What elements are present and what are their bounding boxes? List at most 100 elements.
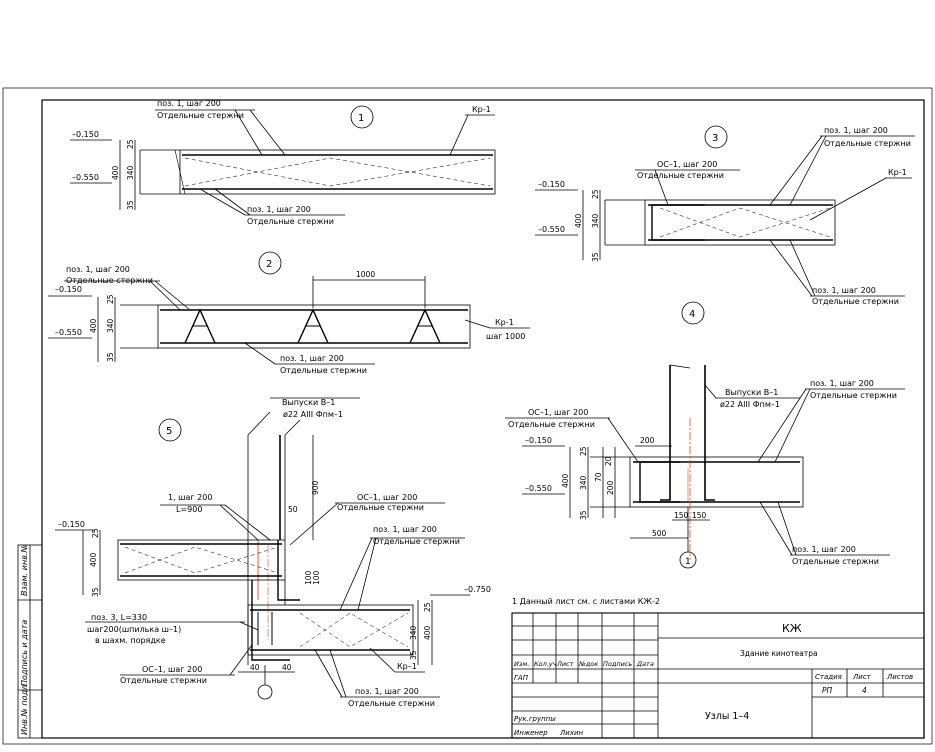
node-4-slab [629,456,804,508]
node-3-marker-label: 3 [712,133,718,144]
node-4-level-top: –0.150 [525,436,552,445]
node-1-kr-label: Кр-1 [472,105,491,114]
node-5-level-top: –0.150 [58,520,85,529]
tb-role-rukgr: Рук.группы [514,715,556,723]
node-4-dim-25: 25 [579,446,588,456]
node-5-pos3-sub2: в шахм. порядке [95,636,166,645]
node-3-level-bottom: –0.550 [538,225,565,234]
node-2-span: 1000 [356,270,375,279]
sheet-inner-frame [41,99,925,739]
general-note: 1 Данный лист см. с листами КЖ-2 [512,597,660,606]
tb-sheet-title: Узлы 1–4 [705,711,749,722]
node-2-marker [258,251,282,275]
tb-col-listov: Листов [886,673,913,681]
node-5-left-slab [117,539,286,581]
node-4-vyp-sub: ø22 AIII Фпм–1 [720,400,780,409]
node-5-dim-340: 340 [409,625,418,640]
node-3: 3 25 400 340 35 –0.150 –0.550 поз. 1, ша… [535,125,915,306]
node-4-dim-150b: 150 [692,511,707,520]
node-5-kr: Кр–1 [397,662,417,671]
node-1-bot-sub: Отдельные стержни [247,217,334,226]
node-1-slab [179,149,496,195]
node-3-top-sub: Отдельные стержни [824,139,911,148]
node-4-axis-label: 1 [685,557,691,567]
node-1-level-top: –0.150 [72,130,99,139]
node-5-d100b: 100 [312,570,321,585]
node-2-level-top: –0.150 [55,285,82,294]
node-5-top-sub: Отдельные стержни [373,537,460,546]
node-5-d50: 50 [288,505,298,514]
node-5-d40b: 40 [282,663,292,672]
node-5-pos1-l: L=900 [176,505,202,514]
tb-header-podpis: Подпись [603,660,632,668]
node-1-marker-label: 1 [358,113,364,124]
node-5-top-pos: поз. 1, шаг 200 [373,525,437,534]
node-4-dim-150a: 150 [674,511,689,520]
node-1-bot-pos: поз. 1, шаг 200 [247,205,311,214]
node-5-d40a: 40 [250,663,260,672]
node-5-dim-400: 400 [89,552,98,567]
tb-role-inzh: Инженер [514,729,548,737]
node-5-bot-pos: поз. 1, шаг 200 [355,687,419,696]
node-5: 5 900 25 400 35 –0.150 [55,397,491,708]
node-5-dim-35r: 35 [409,650,418,660]
node-5-marker [158,418,182,442]
node-2-dim-400: 400 [89,318,98,333]
node-5-vyp: Выпуски В–1 [282,398,335,407]
node-4-dim-500: 500 [652,529,667,538]
node-1-dim-25: 25 [126,139,135,149]
node-3-top-pos: поз. 1, шаг 200 [824,126,888,135]
node-2-kr: Кр-1 [495,318,514,327]
node-4-top-sub: Отдельные стержни [810,391,897,400]
node-5-dim-25: 25 [91,528,100,538]
node-4-dim-340: 340 [579,475,588,490]
node-4-dim-70: 70 [594,472,603,482]
tb-building: Здание кинотеатра [740,649,818,658]
node-4-vyp: Выпуски В–1 [725,388,778,397]
tb-header-izm: Изм. [514,660,529,668]
node-5-marker-label: 5 [166,426,172,437]
node-4-dim-200v: 200 [606,480,615,495]
tb-header-data: Дата [636,660,654,668]
node-2-slab [157,304,471,349]
node-5-os-top: ОС–1, шаг 200 [357,493,417,502]
node-1-dim-340: 340 [126,165,135,180]
node-2-dim-25: 25 [106,294,115,304]
node-4-bot-pos: поз. 1, шаг 200 [792,545,856,554]
node-2-level-bottom: –0.550 [55,328,82,337]
node-4-top-pos: поз. 1, шаг 200 [810,379,874,388]
node-1-top-pos: поз. 1, шаг 200 [157,99,221,108]
tb-header-ndok: №док [578,660,598,668]
node-5-pos3: поз. 3, L=330 [91,613,147,622]
node-4: 4 1 25 400 340 35 20 70 200 200 150 150 … [505,301,905,569]
node-3-dim-25: 25 [591,189,600,199]
side-stamp-label-2: Подпись и дата [20,620,29,686]
node-4-os-sub: Отдельные стержни [508,420,595,429]
node-1-dim-35: 35 [126,200,135,210]
tb-val-stadia: РП [822,686,833,695]
node-4-level-bottom: –0.550 [525,484,552,493]
node-2: 2 1000 25 400 340 35 –0.150 –0.550 поз. … [48,251,530,375]
node-2-top-sub: Отдельные стержни [66,276,153,285]
node-3-dim-340: 340 [591,213,600,228]
node-3-kr: Кр-1 [888,168,907,177]
node-5-os-top-sub: Отдельные стержни [337,503,424,512]
node-3-os: ОС–1, шаг 200 [657,160,717,169]
node-1-marker [350,105,374,129]
node-4-marker-label: 4 [689,309,695,320]
node-5-dim-35: 35 [91,587,100,597]
node-1: 1 25 400 340 35 –0.150 –0.550 поз. 1, ша… [70,99,496,226]
side-stamp-label-1: Инв.№ подл. [20,682,29,735]
node-2-marker-label: 2 [266,259,272,270]
node-3-marker [704,125,728,149]
node-5-dim-25r: 25 [423,602,432,612]
node-5-right-slab [247,604,414,656]
node-5-os-bot: ОС–1, шаг 200 [142,665,202,674]
node-2-dim-340: 340 [106,318,115,333]
node-4-dim-20: 20 [604,456,613,466]
node-3-dim-400: 400 [574,213,583,228]
node-4-axis-marker [679,551,697,569]
node-3-os-sub: Отдельные стержни [637,171,724,180]
node-3-bot-sub: Отдельные стержни [812,297,899,306]
